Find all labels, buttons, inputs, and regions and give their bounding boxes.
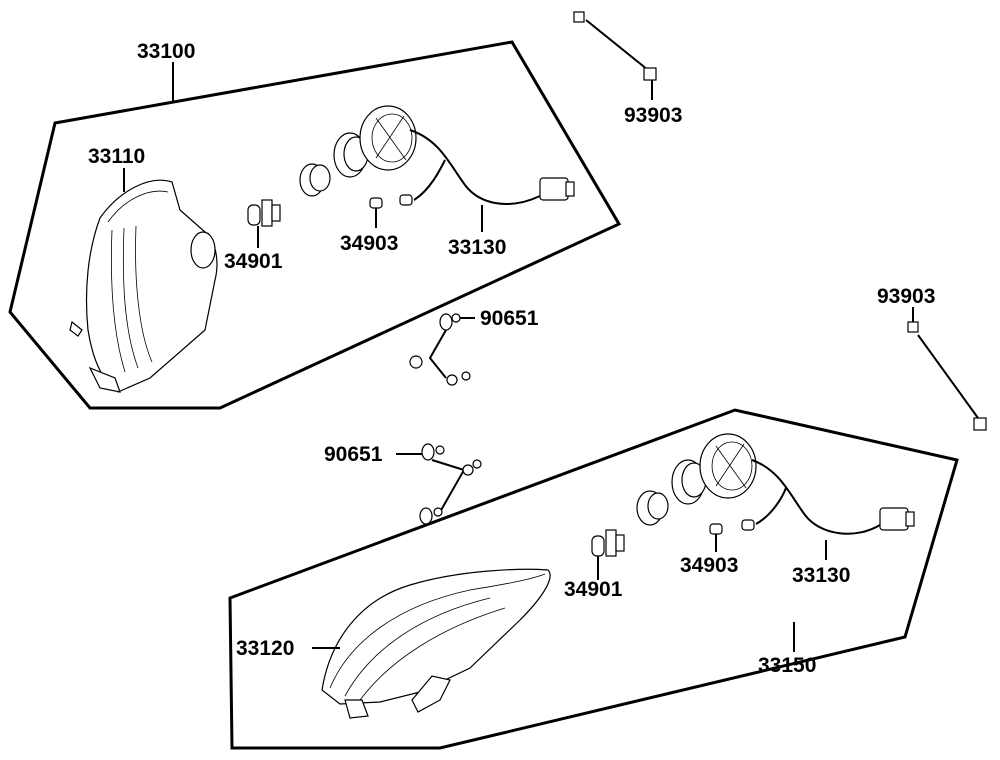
label-screw-top: 93903 — [624, 104, 682, 127]
bulb-small-front — [369, 194, 413, 209]
label-assy-rear: 33150 — [758, 654, 816, 677]
label-bulb-small-rear: 34903 — [680, 554, 738, 577]
bulb-h4-front — [247, 199, 281, 227]
label-bracket-left: 90651 — [324, 443, 383, 466]
bulb-small-rear — [709, 519, 755, 535]
socket-rings-rear — [636, 433, 757, 526]
label-bulb-rear: 34901 — [564, 578, 623, 601]
wiring-harness-front — [409, 129, 575, 205]
bulb-h4-rear — [591, 529, 625, 557]
label-lens-rear: 33120 — [236, 637, 294, 660]
assembly-outline-front — [8, 40, 622, 410]
headlight-housing-front — [69, 179, 218, 393]
bracket-left — [419, 443, 482, 525]
label-assy-front: 33100 — [137, 40, 195, 63]
label-screw-right: 93903 — [877, 285, 935, 308]
headlight-housing-rear — [321, 568, 551, 719]
label-lens-front: 33110 — [88, 145, 145, 168]
label-bracket-top: 90651 — [480, 307, 539, 330]
assembly-outline-rear — [228, 408, 959, 750]
screw-top — [573, 11, 657, 81]
leader-lines — [123, 62, 914, 652]
bracket-top — [409, 313, 471, 386]
label-bulb-small-front: 34903 — [340, 232, 398, 255]
wiring-harness-rear — [751, 459, 915, 535]
label-bulb-front: 34901 — [224, 250, 283, 273]
label-harness-rear: 33130 — [792, 564, 850, 587]
socket-rings-front — [299, 105, 417, 197]
screw-right — [907, 321, 987, 431]
label-harness-front: 33130 — [448, 236, 506, 259]
